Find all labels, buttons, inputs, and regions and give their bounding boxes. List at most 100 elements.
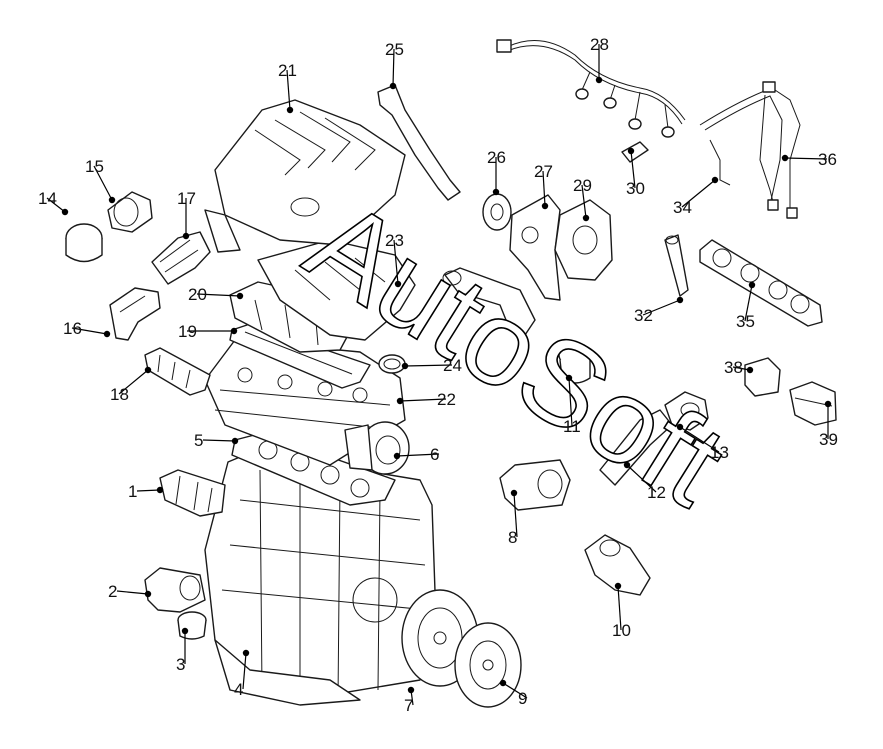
- callout-22: 22: [396, 390, 456, 409]
- callout-34: 34: [673, 176, 719, 217]
- callout-dot: [108, 196, 116, 204]
- part-bracket: [509, 194, 561, 301]
- callout-number: 6: [430, 445, 439, 464]
- callout-11: 11: [563, 374, 581, 436]
- callout-number: 27: [534, 162, 553, 181]
- part-starter-actuator: [499, 459, 571, 511]
- callout-number: 16: [63, 319, 82, 338]
- callout-4: 4: [234, 649, 250, 699]
- part-engine-block: [204, 451, 437, 706]
- callout-number: 4: [234, 680, 243, 699]
- callout-dot: [407, 686, 415, 694]
- callout-number: 35: [736, 312, 755, 331]
- part-oil-filter: [177, 611, 207, 640]
- callout-12: 12: [623, 461, 666, 502]
- callout-39: 39: [819, 400, 838, 449]
- callout-dot: [156, 486, 164, 494]
- callout-leader-line: [642, 299, 681, 316]
- callout-38: 38: [724, 358, 754, 377]
- callout-10: 10: [612, 582, 631, 640]
- callout-dot: [401, 362, 409, 370]
- part-clutch-disc: [454, 622, 522, 708]
- callout-leader-line: [396, 453, 440, 457]
- callout-dot: [144, 366, 152, 374]
- callout-17: 17: [177, 189, 196, 240]
- callout-number: 19: [178, 322, 197, 341]
- part-breather-hose: [377, 84, 461, 201]
- callout-leader-line: [392, 48, 395, 87]
- callout-dot: [61, 208, 69, 216]
- callout-dot: [781, 154, 789, 162]
- callout-leader-line: [404, 364, 453, 367]
- callout-dot: [746, 366, 754, 374]
- callout-leader-line: [393, 239, 399, 285]
- part-thermostat-housing: [584, 534, 651, 596]
- part-coolant-pipe: [442, 267, 536, 336]
- callout-36: 36: [781, 150, 837, 169]
- callout-24: 24: [401, 356, 462, 375]
- callout-number: 3: [176, 655, 185, 674]
- callout-number: 15: [85, 157, 104, 176]
- callout-number: 36: [818, 150, 837, 169]
- callout-number: 8: [508, 528, 517, 547]
- callout-number: 22: [437, 390, 456, 409]
- callout-dot: [711, 176, 719, 184]
- callout-number: 18: [110, 385, 129, 404]
- callout-number: 26: [487, 148, 506, 167]
- part-oil-pump: [144, 567, 206, 613]
- part-pulley: [482, 193, 512, 231]
- callout-dot: [614, 582, 622, 590]
- callout-leader-line: [568, 377, 573, 427]
- callout-leader-line: [542, 170, 546, 207]
- part-crankshaft: [159, 469, 226, 517]
- callout-dot: [541, 202, 549, 210]
- callout-leader-line: [681, 179, 716, 208]
- callout-25: 25: [385, 40, 404, 90]
- callout-dot: [181, 627, 189, 635]
- callout-3: 3: [176, 627, 189, 674]
- callout-21: 21: [278, 61, 297, 114]
- callout-dot: [286, 106, 294, 114]
- callout-16: 16: [63, 319, 111, 338]
- callout-dot: [510, 489, 518, 497]
- callout-19: 19: [178, 322, 238, 341]
- callout-number: 23: [385, 231, 404, 250]
- callout-number: 20: [188, 285, 207, 304]
- callout-number: 11: [563, 417, 581, 436]
- callout-number: 29: [573, 176, 592, 195]
- part-fuel-rail: [699, 239, 823, 327]
- callout-7: 7: [404, 686, 415, 715]
- part-egr-pipe: [109, 287, 161, 341]
- callout-number: 2: [108, 582, 117, 601]
- callout-29: 29: [573, 176, 592, 222]
- callout-number: 38: [724, 358, 743, 377]
- callout-number: 32: [634, 306, 653, 325]
- part-cam-pulley: [344, 421, 410, 475]
- callout-dot: [748, 281, 756, 289]
- callout-dot: [230, 327, 238, 335]
- callout-dot: [623, 461, 631, 469]
- part-sensor: [621, 141, 649, 163]
- part-fuel-pump: [554, 199, 613, 281]
- callout-dot: [144, 590, 152, 598]
- callout-14: 14: [38, 189, 69, 216]
- callout-dot: [182, 232, 190, 240]
- callout-leader-line: [93, 165, 113, 201]
- callout-13: 13: [676, 423, 729, 462]
- part-valve-cover: [257, 239, 416, 341]
- part-intake-hose: [151, 209, 241, 285]
- callout-dot: [393, 452, 401, 460]
- callout-leader-line: [71, 327, 108, 335]
- callout-dot: [627, 147, 635, 155]
- callout-5: 5: [194, 431, 239, 450]
- callout-dot: [582, 214, 590, 222]
- callout-number: 12: [647, 483, 666, 502]
- callout-number: 9: [518, 689, 527, 708]
- callout-dot: [242, 649, 250, 657]
- callout-leader-line: [202, 439, 236, 442]
- callout-number: 5: [194, 431, 203, 450]
- part-engine-cover: [214, 99, 406, 246]
- callout-8: 8: [508, 489, 518, 547]
